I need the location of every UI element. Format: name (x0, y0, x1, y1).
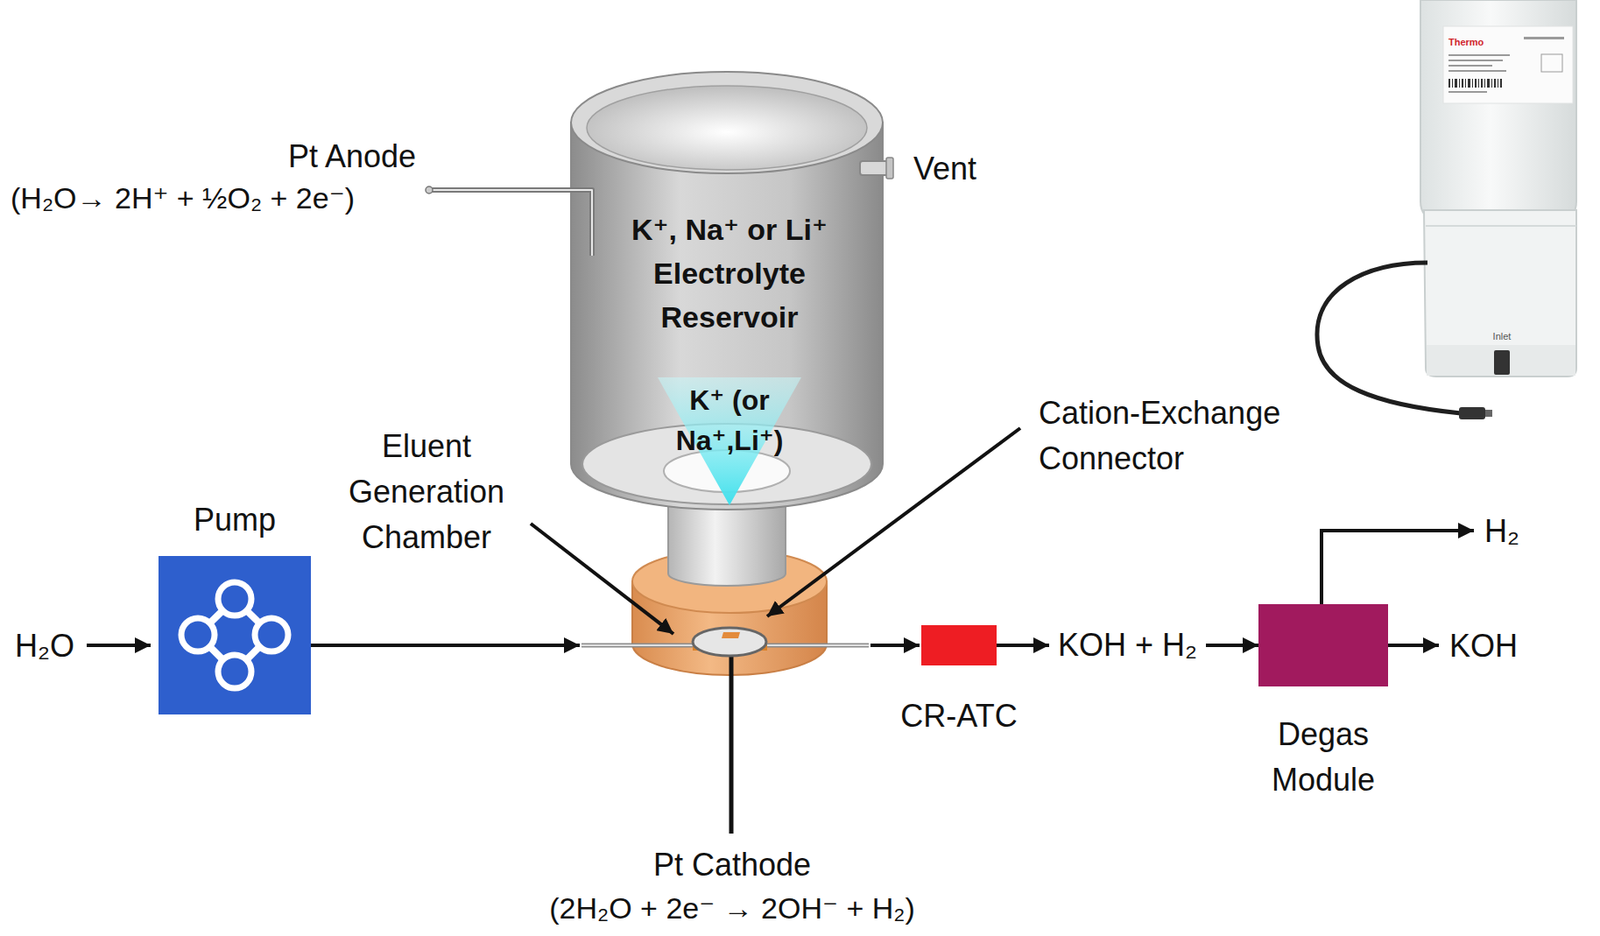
barcode-bar (1484, 78, 1486, 88)
flow-arrow (86, 643, 151, 648)
barcode-bar (1451, 78, 1453, 88)
barcode-bar (1459, 78, 1460, 88)
cable-connector (1459, 407, 1486, 420)
reservoir-label: K⁺, Na⁺ or Li⁺ Electrolyte Reservoir (617, 207, 842, 339)
port-label: Inlet (1493, 331, 1512, 343)
electrode-label: Pt Cathode (653, 845, 811, 884)
barcode-bar (1478, 78, 1480, 88)
sticker-print (1448, 59, 1503, 62)
sticker-print (1448, 91, 1488, 93)
connector-segment (1205, 643, 1259, 648)
flow-arrow (1321, 530, 1474, 605)
reservoir-rim (570, 71, 883, 174)
sticker-print (1448, 54, 1510, 57)
cartridge-seam (1425, 225, 1577, 227)
anode-wire-highlight (430, 190, 593, 256)
flow-label: KOH (1449, 627, 1518, 665)
electrolyte-reservoir: K⁺, Na⁺ or Li⁺ Electrolyte ReservoirK⁺ (… (617, 207, 842, 339)
connector-segment (996, 643, 1050, 648)
eluent-generation-chamber (692, 627, 767, 656)
barcode (1448, 78, 1502, 88)
sticker-print (1448, 64, 1493, 67)
flow-label: H₂O (14, 627, 75, 665)
pump-label: Pump (158, 500, 311, 541)
barcode-bar (1474, 78, 1477, 88)
vent-cap (886, 157, 894, 179)
vent-label: Vent (913, 149, 977, 188)
ion-flow-cone: K⁺ (or Na⁺,Li⁺) (641, 377, 818, 506)
degas-module-label: Degas Module (1258, 711, 1389, 804)
chamber-membrane (721, 632, 741, 639)
barcode-bar (1494, 78, 1496, 88)
barcode-bar (1500, 78, 1502, 88)
leader-arrow (530, 523, 674, 635)
cartridge-foot (1426, 345, 1576, 376)
barcode-bar (1454, 78, 1458, 88)
reservoir-body (570, 122, 883, 510)
cr-atc-box: CR-ATC (888, 625, 1030, 737)
sticker-print (1523, 36, 1565, 40)
cartridge-cable (1317, 262, 1461, 414)
cathode-lead (729, 653, 734, 834)
barcode-bar (1491, 78, 1493, 88)
flow-label: KOH + H₂ (1054, 627, 1201, 664)
cartridge-bottle (1420, 0, 1577, 219)
barcode-bar (1448, 78, 1451, 88)
barcode-bar (1497, 78, 1499, 88)
cartridge-base (1423, 210, 1577, 377)
reservoir-neck (668, 503, 786, 586)
anode-wire (430, 190, 593, 256)
flow-label: H₂ (1484, 512, 1520, 550)
brand-text: Thermo (1448, 36, 1484, 49)
cr-atc-body (921, 625, 997, 666)
degas-module-body (1258, 604, 1389, 687)
barcode-bar (1480, 78, 1483, 88)
flow-arrow (310, 643, 580, 648)
cable-connector-tip (1485, 409, 1493, 417)
barcode-bar (1472, 78, 1474, 88)
cr-atc-label: CR-ATC (888, 696, 1030, 737)
electrode-label: Pt Anode (288, 137, 416, 176)
reaction-equation: (H₂O→ 2H⁺ + ½O₂ + 2e⁻) (10, 180, 355, 217)
barcode-bar (1461, 78, 1464, 88)
degas-module-box: Degas Module (1258, 604, 1389, 804)
callout-label: Eluent Generation Chamber (334, 423, 519, 561)
anode-wire-cap (425, 186, 433, 194)
pump-body (158, 556, 311, 715)
flow-arrow (1388, 643, 1439, 648)
barcode-bar (1467, 78, 1471, 88)
pump-box: Pump (158, 500, 311, 715)
cartridge-sticker (1443, 26, 1573, 104)
flow-arrow (870, 643, 920, 648)
callout-label: Cation-Exchange Connector (1038, 390, 1319, 482)
sticker-print (1448, 70, 1507, 72)
leader-arrow (767, 428, 1021, 617)
inlet-fitting (1494, 350, 1510, 375)
reservoir-opening (586, 85, 867, 170)
sticker-print (1541, 54, 1563, 72)
reaction-equation: (2H₂O + 2e⁻ → 2OH⁻ + H₂) (549, 890, 916, 927)
ion-label: K⁺ (or Na⁺,Li⁺) (641, 380, 818, 461)
vent-nub (859, 161, 889, 176)
barcode-bar (1487, 78, 1490, 88)
barcode-bar (1465, 78, 1467, 88)
